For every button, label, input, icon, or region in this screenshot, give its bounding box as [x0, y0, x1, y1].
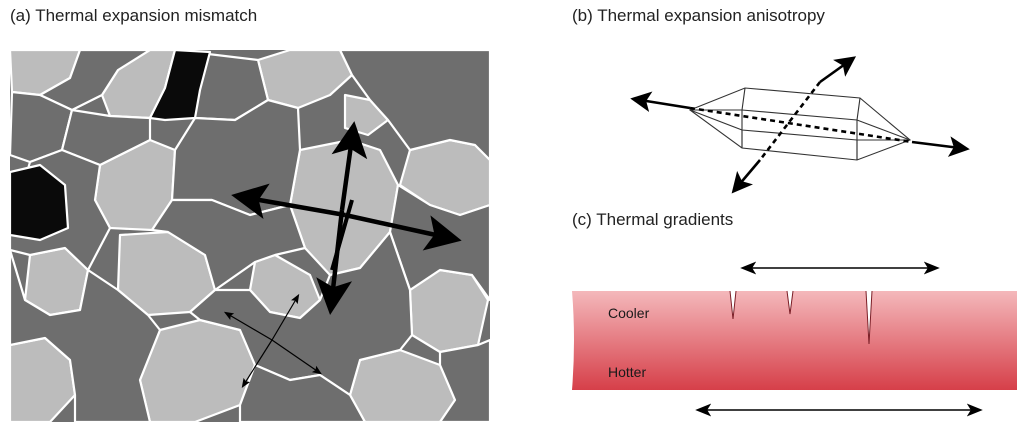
hotter-label: Hotter	[608, 364, 646, 380]
grain	[38, 50, 152, 112]
grain	[10, 248, 162, 422]
crystal-icon	[688, 87, 912, 161]
grain	[150, 198, 307, 292]
panel-b-title: (b) Thermal expansion anisotropy	[572, 6, 825, 25]
double-arrow-icon	[223, 311, 273, 341]
panel-c-title: (c) Thermal gradients	[572, 210, 734, 229]
grain	[438, 338, 490, 422]
grain	[238, 363, 367, 422]
grain-black	[148, 50, 212, 122]
cooler-label: Cooler	[608, 305, 650, 321]
panel-a-title: (a) Thermal expansion mismatch	[10, 6, 258, 25]
double-arrow-icon	[630, 91, 691, 112]
grain	[338, 50, 490, 162]
thermal-bar	[572, 290, 1017, 390]
grain-black	[10, 163, 70, 242]
